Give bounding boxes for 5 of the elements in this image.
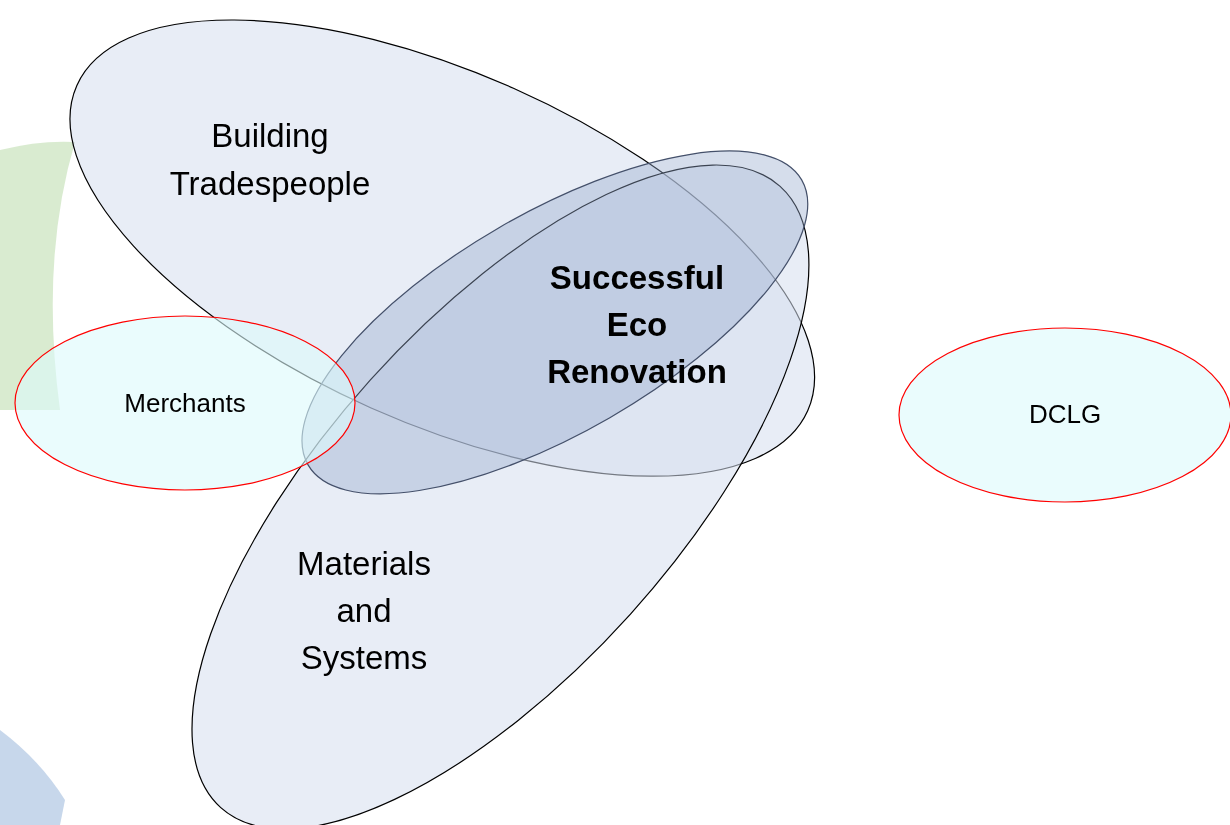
ellipse-label: Building Tradespeople [168,116,372,204]
ellipse-label: DCLG [1027,398,1103,431]
ellipse-label: Merchants [123,387,247,420]
ellipse-label: Materials and Systems [296,544,432,678]
ellipse-label: Successful Eco Renovation [546,258,728,392]
